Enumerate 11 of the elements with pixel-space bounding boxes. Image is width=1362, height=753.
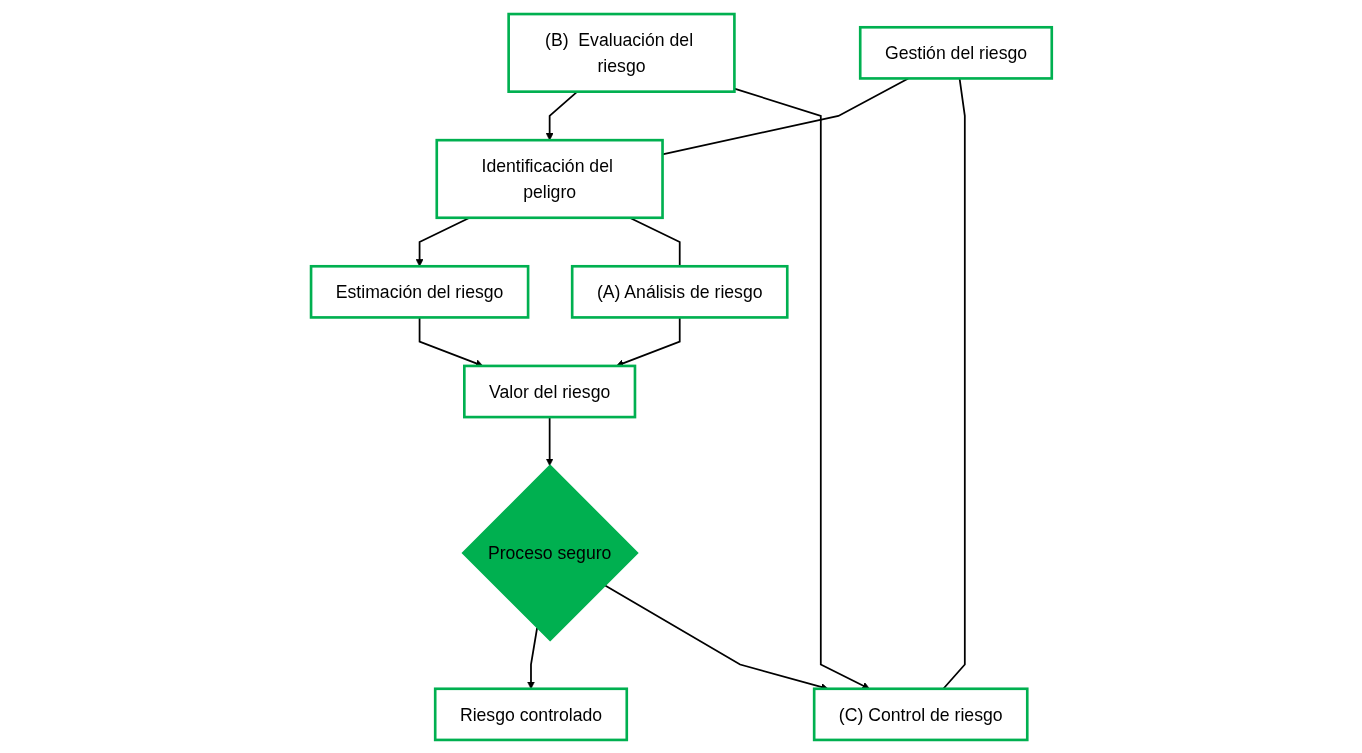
node-box: Gestión del riesgo [858,25,1053,80]
arrow [526,626,538,689]
node-box: Identificación del peligro [435,138,664,219]
node-box: (A) Análisis de riesgo [570,264,789,319]
arrow [733,87,870,689]
node-box: Estimación del riesgo [309,264,529,319]
node-box: (B) Evaluación del riesgo [506,12,736,93]
node-box: Valor del riesgo [462,364,636,418]
node-diamond: Proceso seguro [461,463,639,641]
node-box: Riesgo controlado [433,686,628,741]
node-box: (C) Control de riesgo [812,686,1029,741]
